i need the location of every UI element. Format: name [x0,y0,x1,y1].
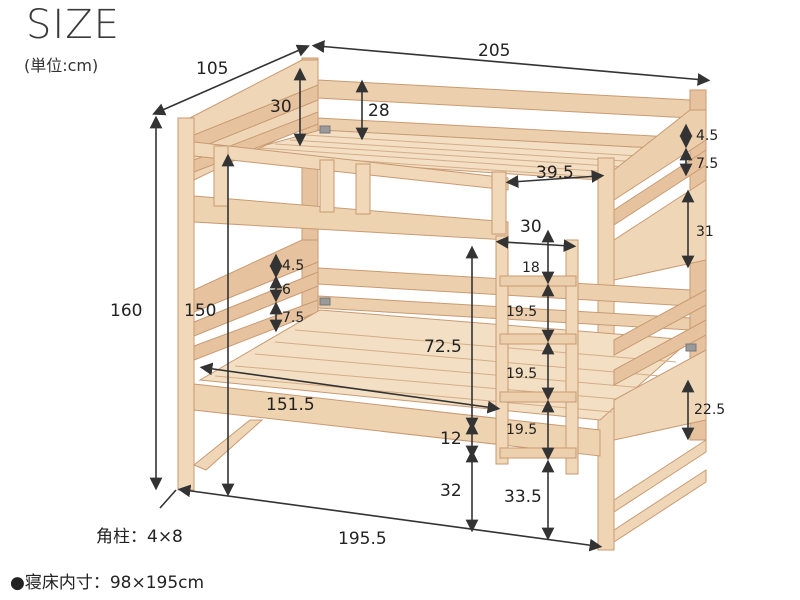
dim-lower-side-panel: 22.5 [694,402,725,418]
dim-width-top: 205 [478,41,510,61]
dim-ladder-outer: 30 [520,217,542,237]
page-title: SIZE [26,2,120,48]
dim-lower-guard-gap: 4.5 [282,258,304,274]
dim-upper-rail-inner: 28 [368,101,390,121]
dim-ladder-step2: 19.5 [506,366,537,382]
bed-frame [177,57,707,551]
dim-upper-guard-gap: 4.5 [696,128,718,144]
dim-ladder-inner: 18 [522,260,540,276]
dim-lower-frame-thickness: 12 [440,429,462,449]
dim-between-decks: 72.5 [424,337,462,357]
dim-lower-deck-length: 151.5 [266,395,315,415]
dim-lower-guard-slat2: 7.5 [282,310,304,326]
dim-ladder-bottom: 33.5 [504,487,542,507]
dimension-lines [149,40,711,552]
dim-upper-rail-height: 30 [270,97,292,117]
dim-ladder-step3: 19.5 [506,422,537,438]
dim-length-bottom: 195.5 [338,529,387,549]
dim-depth-top: 105 [196,59,228,79]
mattress-inner-size-note: ●寝床内寸：98×195cm [10,573,205,593]
dim-floor-clearance: 32 [440,481,462,501]
dim-lower-guard-slat1: 6 [282,282,291,298]
post-size-note: 角柱：4×8 [96,527,183,547]
dim-upper-guard-slat: 7.5 [696,156,718,172]
dim-height-total: 160 [110,301,142,321]
dim-inner-height: 150 [184,301,216,321]
unit-label: (単位:cm) [24,56,99,75]
dim-upper-opening: 39.5 [536,163,574,183]
dim-upper-side-panel: 31 [696,224,714,240]
dim-ladder-step1: 19.5 [506,304,537,320]
dimension-labels: 205 105 160 30 28 4.5 7.5 39.5 31 30 18 … [110,41,725,549]
